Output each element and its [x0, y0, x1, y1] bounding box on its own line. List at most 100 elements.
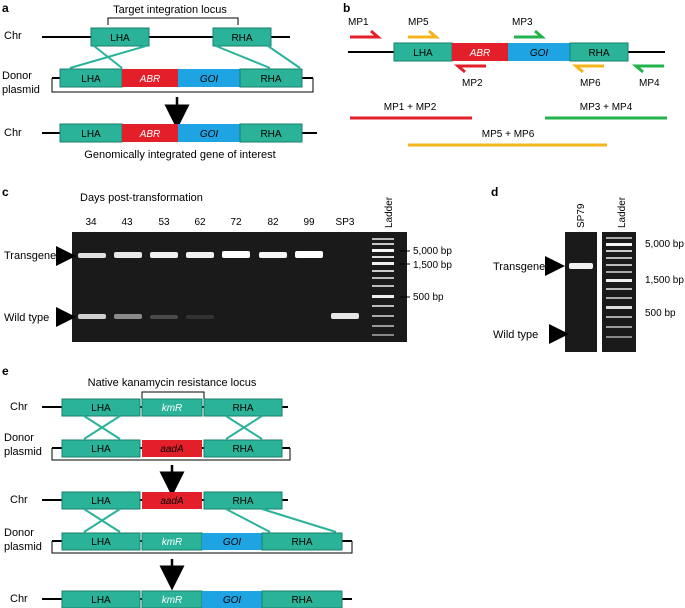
- lane-label-72: 72: [230, 217, 242, 228]
- primer-mp6-arrow: [571, 64, 604, 74]
- lane-label-43: 43: [121, 217, 133, 228]
- crossover-line: [215, 45, 271, 69]
- panel-letter-b: b: [343, 1, 350, 15]
- band-transgene: [295, 251, 323, 258]
- b-rha-label: RHA: [588, 48, 609, 59]
- int-goi-label-a: GOI: [200, 129, 219, 140]
- band-transgene: [150, 252, 178, 258]
- bp-label-1500-c: 1,500 bp: [413, 260, 452, 271]
- b-abr-label: ABR: [469, 48, 491, 59]
- e-aada-label-2: aadA: [160, 496, 184, 507]
- crossover-line: [267, 45, 301, 69]
- band-transgene: [186, 252, 214, 258]
- crossover-line: [83, 415, 121, 440]
- e-chr-label-3: Chr: [10, 593, 28, 605]
- panel-letter-e: e: [2, 364, 9, 378]
- primer-mp4-arrow: [631, 64, 664, 74]
- panel-c-wildtype-label: Wild type: [4, 312, 49, 324]
- e-chr-label-2: Chr: [10, 494, 28, 506]
- e-donor-aada-box-1: [142, 440, 202, 457]
- gel-c: [72, 232, 407, 342]
- panel-d-wildtype-label: Wild type: [493, 329, 538, 341]
- int-goi-box-a: [178, 124, 240, 142]
- lane-label-62: 62: [194, 217, 206, 228]
- e-lha-label-1: LHA: [91, 403, 111, 414]
- amplicon-mp5-mp6-label: MP5 + MP6: [482, 129, 535, 140]
- crossover-line: [225, 415, 263, 440]
- lane-label-sp3: SP3: [336, 217, 355, 228]
- e-donor-label-2: Donor: [4, 527, 34, 539]
- e-goi-box-3: [202, 591, 262, 608]
- e-rha-box-3: [261, 590, 343, 608]
- e-donor-kmr-label-2: kmR: [162, 537, 183, 548]
- int-abr-label-a: ABR: [139, 129, 161, 140]
- e-donor-lha-box-2: [61, 532, 141, 551]
- e-lha-box-2: [61, 491, 141, 510]
- chr-lha-label-a: LHA: [110, 33, 130, 44]
- primer-mp3-arrow: [514, 29, 547, 39]
- bp-label-500-d: 500 bp: [645, 308, 676, 319]
- crossover-line: [225, 508, 271, 533]
- primer-mp1-arrow: [350, 29, 383, 39]
- primer-mp5-arrow: [408, 29, 441, 39]
- band-wildtype: [78, 314, 106, 319]
- gel-d-sample: [565, 232, 597, 352]
- int-rha-label-a: RHA: [260, 129, 281, 140]
- locus-bracket: [107, 17, 239, 25]
- band-transgene: [222, 251, 250, 258]
- e-rha-label-1: RHA: [232, 403, 253, 414]
- e-donor-rha-box-2: [261, 532, 343, 551]
- donor-plasmid-backbone-a: [51, 78, 314, 93]
- lane-label-53: 53: [158, 217, 170, 228]
- e-lha-box-3: [61, 590, 141, 608]
- panel-a-chr2-label: Chr: [4, 127, 22, 139]
- e-donor-lha-label-1: LHA: [91, 444, 111, 455]
- panel-a-chr-label: Chr: [4, 30, 22, 42]
- b-goi-label: GOI: [530, 48, 549, 59]
- donor-abr-label-a: ABR: [139, 74, 161, 85]
- e-donor-lha-box-1: [61, 439, 141, 458]
- panel-letter-c: c: [2, 185, 9, 199]
- e-goi-label-3: GOI: [223, 595, 242, 606]
- donor-goi-box-a: [178, 69, 240, 87]
- e-donor-goi-box-2: [202, 533, 262, 550]
- amplicon-mp1-mp2-label: MP1 + MP2: [384, 102, 437, 113]
- b-abr-box: [452, 43, 508, 61]
- e-lha-box-1: [61, 398, 141, 417]
- donor-goi-label-a: GOI: [200, 74, 219, 85]
- panel-d-transgene-label: Transgene: [493, 261, 545, 273]
- b-rha-box: [569, 42, 629, 62]
- e-rha-box-1: [203, 398, 283, 417]
- b-goi-box: [508, 43, 570, 61]
- donor-rha-label-a: RHA: [260, 74, 281, 85]
- donor-rha-box-a: [239, 68, 303, 88]
- amplicon-mp3-mp4-label: MP3 + MP4: [580, 102, 633, 113]
- panel-a-donor-label: Donor: [2, 70, 32, 82]
- chr-rha-box-a: [212, 27, 272, 47]
- primer-mp4-label: MP4: [639, 78, 660, 89]
- e-donor-rha-box-1: [203, 439, 283, 458]
- e-plasmid-label-1: plasmid: [4, 446, 42, 458]
- e-donor-label-1: Donor: [4, 432, 34, 444]
- int-lha-label-a: LHA: [81, 129, 101, 140]
- ladder-d: [606, 237, 632, 338]
- primer-mp6-label: MP6: [580, 78, 601, 89]
- panel-a-title: Target integration locus: [113, 4, 227, 16]
- crossover-line: [261, 508, 337, 533]
- primer-mp2-label: MP2: [462, 78, 483, 89]
- e-rha-box-2: [203, 491, 283, 510]
- e-lha-label-2: LHA: [91, 496, 111, 507]
- kmr-locus-bracket: [141, 391, 205, 399]
- e-kmr-label-1: kmR: [162, 403, 183, 414]
- lane-label-34: 34: [85, 217, 97, 228]
- band-transgene: [114, 252, 142, 258]
- e-donor-aada-label-1: aadA: [160, 444, 184, 455]
- e-lha-label-3: LHA: [91, 595, 111, 606]
- panel-c-transgene-label: Transgene: [4, 250, 56, 262]
- bp-label-5000-d: 5,000 bp: [645, 239, 684, 250]
- e-donor-rha-label-2: RHA: [291, 537, 312, 548]
- ladder-c: [372, 238, 394, 336]
- crossover-line: [69, 45, 147, 69]
- int-rha-box-a: [239, 123, 303, 143]
- panel-d-ladder-label: Ladder: [617, 196, 628, 228]
